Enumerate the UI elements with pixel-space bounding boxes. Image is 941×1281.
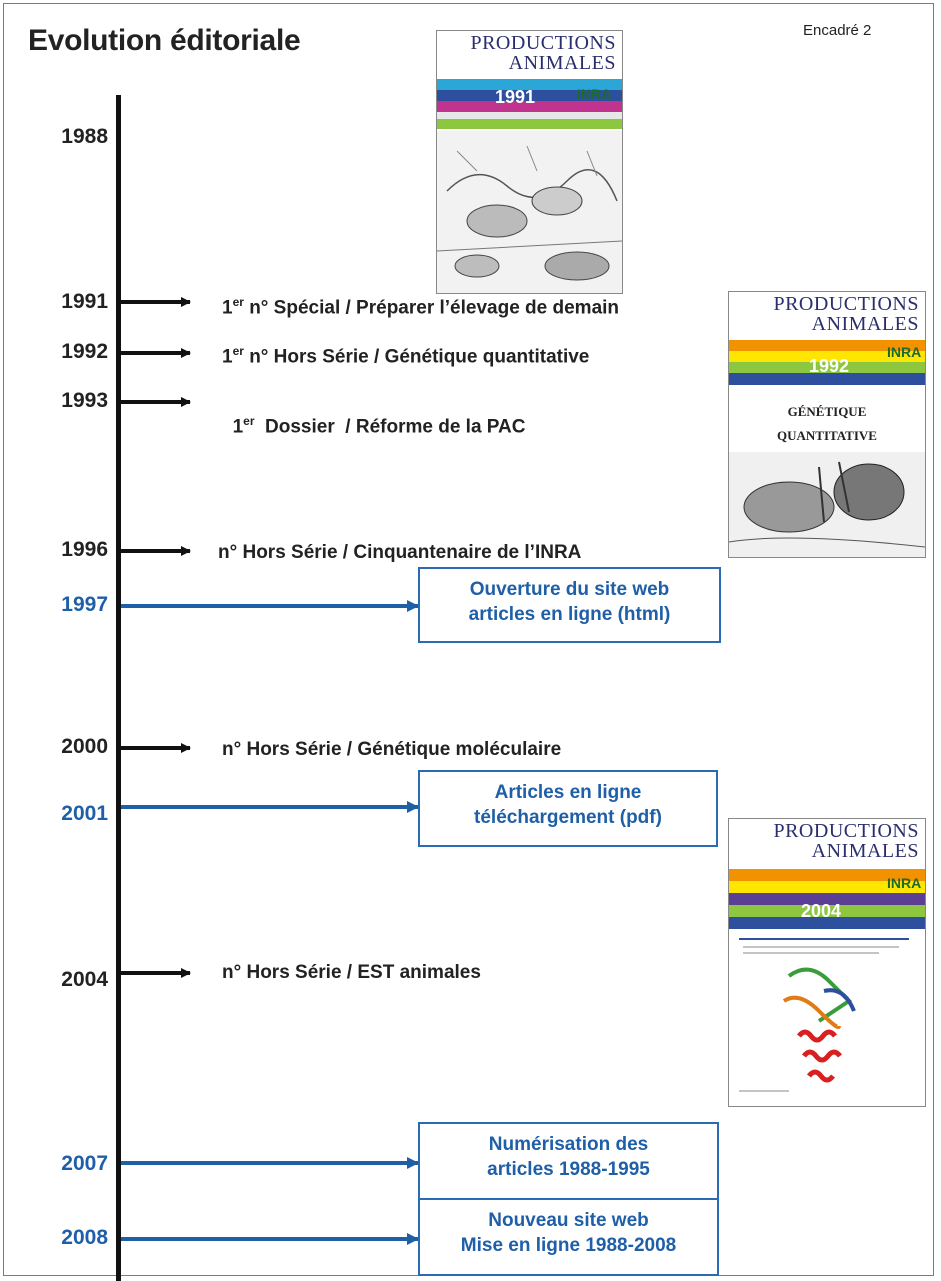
event-1992: 1er n° Hors Série / Génétique quantitati… [222, 344, 589, 368]
cover-1991-band-green [437, 119, 622, 129]
year-1988: 1988 [61, 125, 108, 148]
cover-1991-logo: INRA [577, 86, 612, 102]
cover-2004-band-blue [729, 917, 925, 929]
year-1993: 1993 [61, 389, 108, 412]
event-1991-sup: er [232, 295, 244, 309]
web-box-2001-line2: téléchargement (pdf) [474, 807, 662, 828]
event-1991-ordinal: 1 [222, 297, 233, 319]
web-box-2007: Numérisation des articles 1988-1995 [418, 1122, 719, 1200]
cover-1991-title2: ANIMALES [508, 52, 616, 74]
cover-2004-title2: ANIMALES [811, 840, 919, 862]
figure-title: Evolution éditoriale [28, 24, 301, 57]
cover-2004-year: 2004 [801, 901, 842, 921]
cover-1991-band-grey [437, 112, 622, 123]
year-1996: 1996 [61, 538, 108, 561]
cover-1992: PRODUCTIONS ANIMALES 1992 INRA GÉNÉTIQUE… [728, 291, 926, 558]
event-1991-text: n° Spécial / Préparer l’élevage de demai… [243, 297, 620, 319]
cover-2004-band-purple [729, 893, 925, 905]
web-box-1997-line2: articles en ligne (html) [468, 604, 671, 625]
cover-2004-logo: INRA [887, 875, 922, 891]
year-2004: 2004 [61, 968, 108, 991]
cover-1991-title1: PRODUCTIONS [470, 32, 616, 54]
cover-1991: PRODUCTIONS ANIMALES 1991 INRA [436, 30, 623, 294]
year-2007: 2007 [61, 1152, 108, 1175]
cover-2004-title: PRODUCTIONS ANIMALES [773, 821, 919, 861]
cover-2004-band-green [729, 905, 925, 917]
event-1993-ordinal: 1 [232, 416, 244, 438]
box-tag: Encadré 2 [803, 22, 872, 39]
year-1992: 1992 [61, 340, 108, 363]
cover-1991-band-cyan [437, 79, 622, 90]
year-1991: 1991 [61, 290, 108, 313]
cover-1992-band-blue [729, 373, 925, 385]
cover-1992-engraving [729, 452, 925, 557]
year-1997: 1997 [61, 593, 108, 616]
web-box-1997-line1: Ouverture du site web [469, 579, 670, 600]
event-1993-text: Dossier / Réforme de la PAC [254, 416, 526, 438]
timeline-axis [116, 95, 121, 1281]
cover-1992-title1: PRODUCTIONS [773, 293, 919, 315]
cover-2004-title1: PRODUCTIONS [773, 820, 919, 842]
event-1992-ordinal: 1 [222, 346, 233, 368]
cover-1991-band-blue [437, 90, 622, 101]
cover-1992-title2: ANIMALES [811, 313, 919, 335]
web-box-2001-line1: Articles en ligne [494, 782, 642, 803]
cover-1992-band-orange [729, 340, 925, 351]
cover-1991-year: 1991 [495, 87, 536, 107]
cover-1991-title: PRODUCTIONS ANIMALES [470, 33, 616, 73]
event-1992-sup: er [232, 344, 244, 358]
cover-1992-subtitle2: QUANTITATIVE [777, 428, 877, 443]
web-box-1997: Ouverture du site web articles en ligne … [418, 567, 721, 643]
cover-2004-band-yellow [729, 881, 925, 893]
web-box-2008: Nouveau site web Mise en ligne 1988-2008 [418, 1198, 719, 1276]
web-box-2001: Articles en ligne téléchargement (pdf) [418, 770, 718, 847]
cover-1992-year: 1992 [809, 356, 850, 376]
web-box-2008-line1: Nouveau site web [488, 1210, 649, 1231]
year-2008: 2008 [61, 1226, 108, 1249]
event-2000: n° Hors Série / Génétique moléculaire [222, 739, 562, 760]
event-1993-sup: er [243, 414, 255, 428]
cover-1992-band-yellow [729, 351, 925, 362]
cover-2004: PRODUCTIONS ANIMALES 2004 INRA [728, 818, 926, 1107]
cover-1991-engraving [437, 131, 622, 293]
cover-2004-protein-image [729, 931, 925, 1106]
event-1996: n° Hors Série / Cinquantenaire de l’INRA [218, 542, 582, 563]
event-1991: 1er n° Spécial / Préparer l’élevage de d… [222, 295, 619, 319]
year-2000: 2000 [61, 735, 108, 758]
year-2001: 2001 [61, 802, 108, 825]
cover-2004-band-orange [729, 869, 925, 881]
event-1992-text: n° Hors Série / Génétique quantitative [243, 346, 590, 368]
event-2004: n° Hors Série / EST animales [222, 962, 481, 983]
cover-1991-band-magenta [437, 101, 622, 112]
web-box-2008-line2: Mise en ligne 1988-2008 [460, 1235, 677, 1256]
event-1993: 1er Dossier / Réforme de la PAC [222, 392, 526, 438]
cover-1992-title: PRODUCTIONS ANIMALES [773, 294, 919, 334]
web-box-2007-line1: Numérisation des [488, 1134, 649, 1155]
cover-1992-subtitle1: GÉNÉTIQUE [787, 404, 867, 419]
cover-1992-logo: INRA [887, 344, 922, 360]
cover-1992-band-green [729, 362, 925, 373]
web-box-2007-line2: articles 1988-1995 [487, 1159, 650, 1180]
